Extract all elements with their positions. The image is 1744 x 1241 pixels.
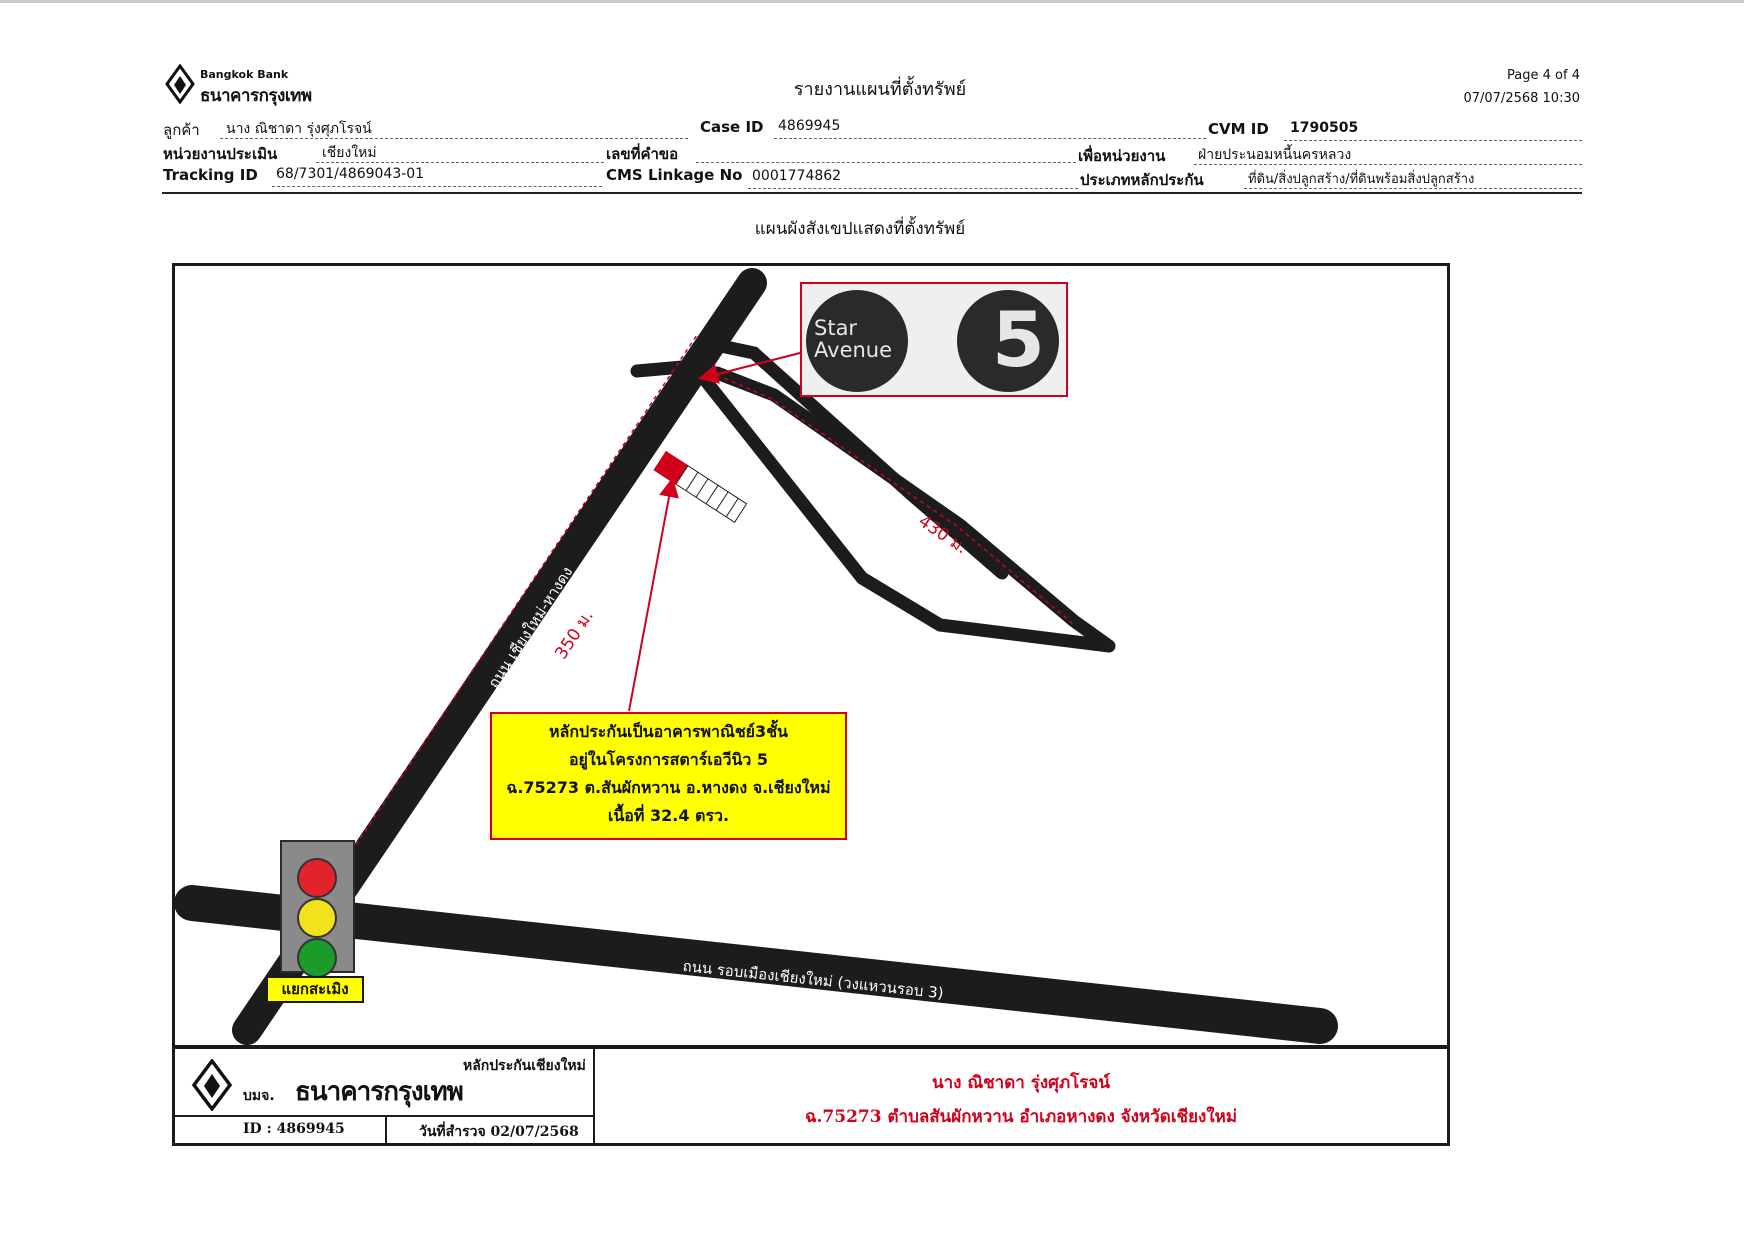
bangkok-bank-lotus-icon bbox=[165, 64, 195, 104]
dotted-line bbox=[696, 162, 1076, 163]
callout-line: ฉ.75273 ต.สันผักหวาน อ.หางดง จ.เชียงใหม่ bbox=[506, 778, 831, 797]
scan-top-edge bbox=[0, 0, 1744, 3]
junction-label: แยกสะเมิง bbox=[266, 976, 364, 1003]
dotted-line bbox=[1284, 140, 1582, 141]
for-unit-value: ฝ่ายประนอมหนี้นครหลวง bbox=[1198, 147, 1352, 163]
dotted-line bbox=[272, 186, 602, 187]
tracking-id-value: 68/7301/4869043-01 bbox=[276, 166, 425, 182]
cvm-id-label: CVM ID bbox=[1208, 120, 1269, 138]
appraisal-unit-value: เชียงใหม่ bbox=[322, 145, 377, 161]
measure-430-line bbox=[716, 374, 1073, 624]
project-logo: Star Avenue 5 bbox=[800, 282, 1068, 397]
print-timestamp: 07/07/2568 10:30 bbox=[1463, 91, 1580, 106]
footer-address: ฉ.75273 ตำบลสันผักหวาน อำเภอหางดง จังหวั… bbox=[804, 1107, 1238, 1127]
project-lane bbox=[630, 359, 1116, 653]
dotted-line bbox=[1244, 188, 1582, 189]
project-lane-upper bbox=[700, 336, 1009, 580]
ring-road bbox=[174, 885, 1338, 1044]
traffic-light-icon bbox=[280, 840, 355, 978]
footer-id: ID : 4869945 bbox=[243, 1121, 345, 1137]
cms-linkage-value: 0001774862 bbox=[752, 168, 842, 184]
case-id-value: 4869945 bbox=[778, 118, 841, 134]
logo-text: Star Avenue bbox=[814, 317, 892, 361]
property-plot bbox=[653, 450, 748, 523]
header-rule bbox=[162, 192, 1582, 194]
footer-owner: นาง ณิชาดา รุ่งศุภโรจน์ bbox=[931, 1073, 1111, 1093]
callout-line: หลักประกันเป็นอาคารพาณิชย์3ชั้น bbox=[549, 722, 788, 741]
logo-circle-left bbox=[806, 290, 908, 392]
footer-divider bbox=[175, 1115, 593, 1117]
logo-arrow bbox=[698, 352, 801, 384]
customer-label: ลูกค้า bbox=[163, 121, 200, 139]
measure-350-line bbox=[346, 334, 698, 859]
dotted-line bbox=[774, 138, 1206, 139]
map-footer: หลักประกันเชียงใหม่ บมจ. ธนาคารกรุงเทพ I… bbox=[172, 1046, 1450, 1146]
red-light bbox=[297, 858, 337, 898]
footer-company-prefix: บมจ. bbox=[243, 1088, 275, 1104]
footer-bank-name: ธนาคารกรุงเทพ bbox=[295, 1077, 464, 1107]
dotted-line bbox=[1194, 164, 1582, 165]
cms-linkage-label: CMS Linkage No bbox=[606, 166, 743, 184]
green-light bbox=[297, 938, 337, 978]
case-id-label: Case ID bbox=[700, 118, 764, 136]
cvm-id-value: 1790505 bbox=[1290, 120, 1359, 136]
collateral-type-label: ประเภทหลักประกัน bbox=[1080, 171, 1204, 189]
bank-logo: Bangkok Bank ธนาคารกรุงเทพ bbox=[160, 62, 360, 108]
yellow-light bbox=[297, 898, 337, 938]
appraisal-unit-label: หน่วยงานประเมิน bbox=[163, 145, 278, 163]
page-number: Page 4 of 4 bbox=[1507, 68, 1580, 83]
logo-line-2: Avenue bbox=[814, 338, 893, 362]
callout-line: เนื้อที่ 32.4 ตรว. bbox=[607, 806, 730, 825]
logo-thai-name: ธนาคารกรุงเทพ bbox=[200, 86, 312, 106]
for-unit-label: เพื่อหน่วยงาน bbox=[1078, 147, 1166, 165]
footer-survey-date: วันที่สำรวจ 02/07/2568 bbox=[419, 1124, 579, 1140]
callout-line: อยู่ในโครงการสตาร์เอวีนิว 5 bbox=[568, 750, 769, 769]
bangkok-bank-lotus-icon bbox=[191, 1059, 233, 1111]
tracking-id-label: Tracking ID bbox=[163, 166, 258, 184]
footer-divider bbox=[593, 1049, 595, 1143]
dotted-line bbox=[316, 162, 604, 163]
dotted-line bbox=[220, 138, 688, 139]
report-title: รายงานแผนที่ตั้งทรัพย์ bbox=[793, 79, 967, 100]
footer-divider bbox=[385, 1115, 387, 1143]
logo-circle-right bbox=[957, 290, 1059, 392]
collateral-type-value: ที่ดิน/สิ่งปลูกสร้าง/ที่ดินพร้อมสิ่งปลูก… bbox=[1248, 172, 1475, 187]
logo-number: 5 bbox=[992, 295, 1045, 384]
customer-value: นาง ณิชาดา รุ่งศุภโรจน์ bbox=[226, 121, 372, 137]
dotted-line bbox=[748, 188, 1078, 189]
collateral-callout: หลักประกันเป็นอาคารพาณิชย์3ชั้น อยู่ในโค… bbox=[490, 712, 847, 840]
logo-line-1: Star bbox=[814, 316, 858, 340]
map-heading: แผนผังสังเขปแสดงที่ตั้งทรัพย์ bbox=[754, 219, 966, 239]
logo-english-name: Bangkok Bank bbox=[200, 68, 289, 81]
request-no-label: เลขที่คำขอ bbox=[606, 145, 679, 163]
footer-branch: หลักประกันเชียงใหม่ bbox=[463, 1058, 586, 1074]
callout-arrow bbox=[628, 477, 679, 712]
